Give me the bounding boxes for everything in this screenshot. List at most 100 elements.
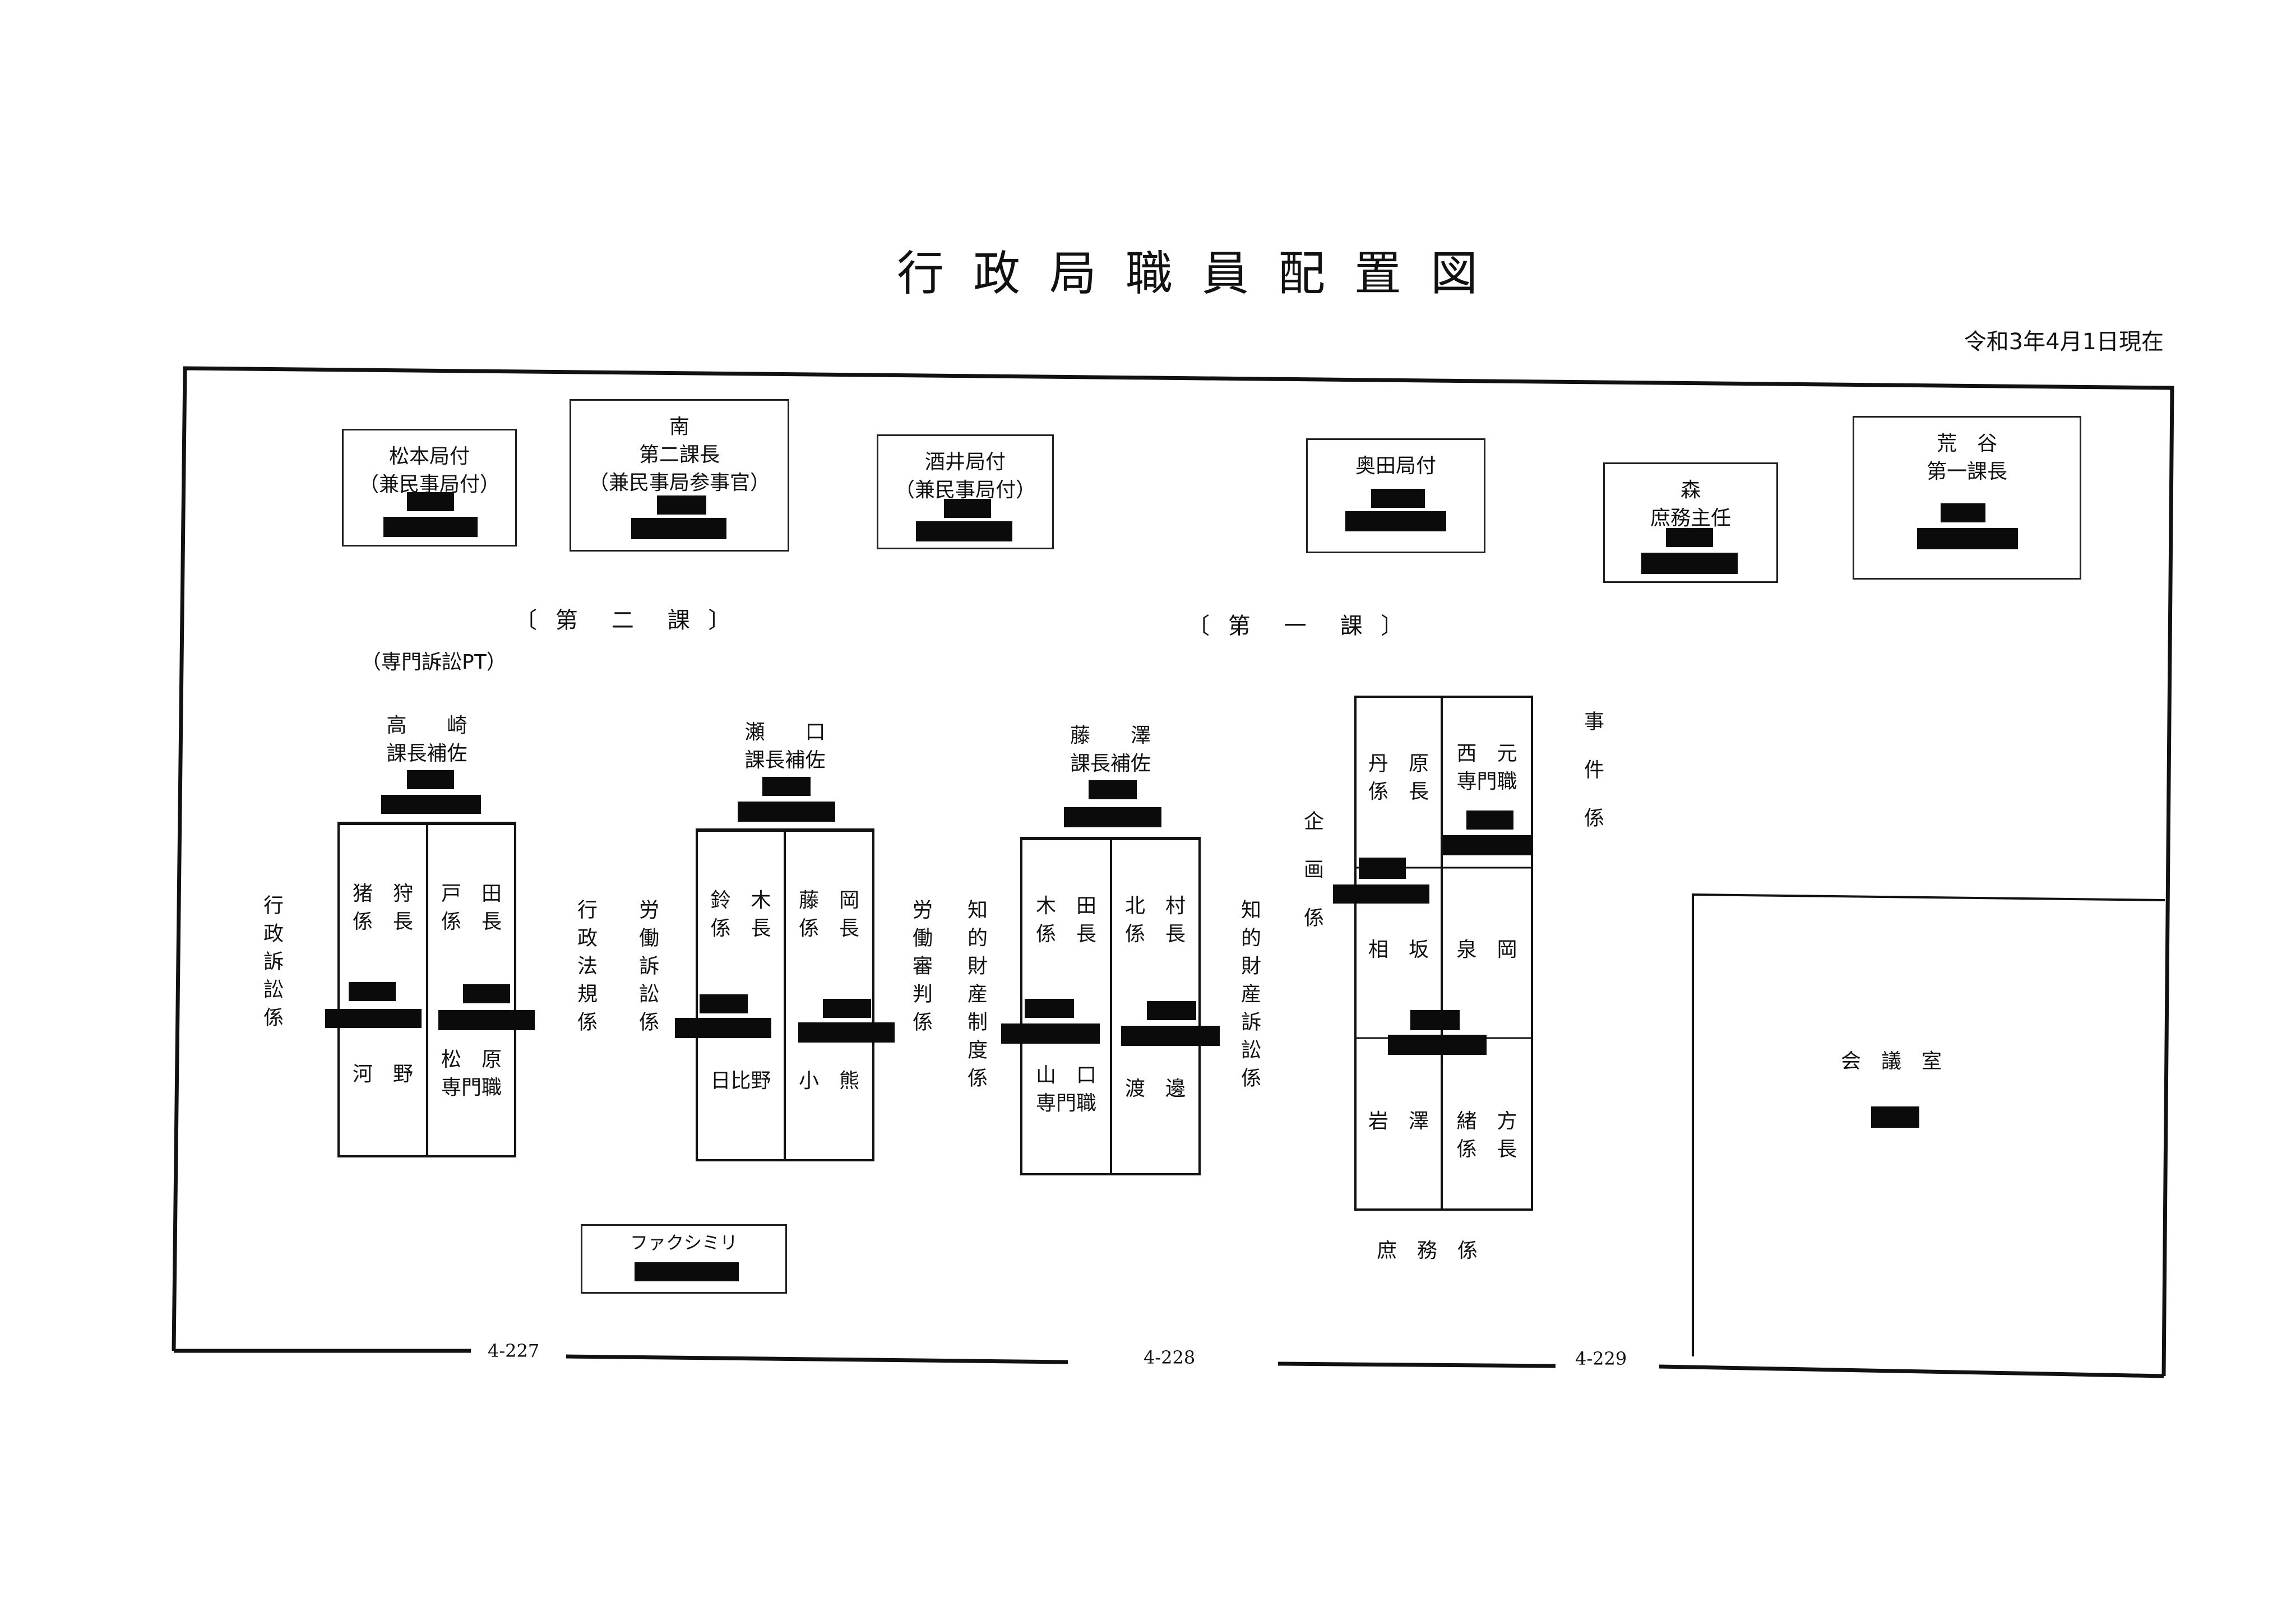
redaction	[383, 517, 478, 537]
redaction	[1641, 553, 1738, 574]
unit-gyosei-hoki: 行政法規係	[574, 899, 597, 1039]
group-title: 課長補佐	[744, 749, 826, 772]
group-header-divider	[1021, 838, 1200, 840]
desk-title: 係 長	[1368, 780, 1429, 803]
desk-title: 係 長	[798, 917, 859, 940]
desk-kawano: 河 野	[339, 1060, 427, 1089]
desk-title: 係 長	[1456, 1138, 1517, 1161]
redaction	[738, 802, 835, 822]
desk-yamaguchi: 山 口専門職	[1021, 1062, 1111, 1118]
box-matsumoto: 松本局付 （兼民事局付）	[342, 429, 517, 546]
desk-name: 藤 岡	[798, 889, 859, 912]
box-line: （兼民事局参事官）	[588, 471, 770, 494]
redaction	[463, 984, 510, 1003]
group-header-divider	[697, 830, 873, 832]
redaction	[325, 1009, 422, 1028]
desk-name: 木 田	[1035, 895, 1096, 918]
redaction	[381, 795, 481, 814]
desk-inokari: 猪 狩係 長	[339, 880, 427, 936]
redaction	[1917, 528, 2018, 549]
desk-name: 山 口	[1035, 1064, 1096, 1087]
desk-title: 係 長	[710, 917, 771, 940]
desk-name: 丹 原	[1368, 752, 1429, 775]
desk-fujioka: 藤 岡係 長	[785, 887, 873, 943]
desk-matsubara: 松 原専門職	[427, 1046, 516, 1102]
redaction	[1025, 999, 1074, 1018]
desk-name: 相 坂	[1368, 938, 1429, 961]
group-title: 課長補佐	[1070, 752, 1151, 775]
desk-oguma: 小 熊	[785, 1067, 873, 1095]
desk-name: 西 元	[1456, 742, 1517, 765]
redaction	[798, 1022, 895, 1043]
redaction	[1941, 503, 1985, 522]
fax-label: ファクシミリ	[629, 1232, 738, 1253]
desk-title: 係 長	[1124, 923, 1186, 946]
desk-aisaka: 相 坂	[1355, 936, 1442, 964]
desk-name: 鈴 木	[710, 889, 771, 912]
redaction	[1345, 511, 1446, 531]
section-pt: （専門訴訟PT）	[361, 651, 507, 674]
redaction	[407, 770, 454, 789]
redaction	[1089, 780, 1137, 799]
redaction	[1001, 1023, 1100, 1044]
desk-toda: 戸 田係 長	[427, 880, 516, 936]
desk-iwasawa: 岩 澤	[1355, 1108, 1442, 1136]
unit-kikaku: 企画係	[1300, 810, 1323, 955]
desk-niwa: 丹 原係 長	[1355, 750, 1442, 806]
desk-name: 松 原	[441, 1048, 502, 1071]
desk-ogata: 緒 方係 長	[1442, 1108, 1532, 1164]
extension-label: 4-227	[482, 1340, 545, 1362]
box-line: 松本局付	[388, 445, 470, 468]
as-of-date: 令和3年4月1日現在	[1964, 329, 2164, 355]
desk-name: 猪 狩	[352, 882, 413, 905]
desk-kitamura: 北 村係 長	[1111, 892, 1200, 948]
box-line: 荒 谷	[1936, 432, 1997, 455]
room-wall-bottom-right	[1277, 1361, 1556, 1368]
redaction	[1388, 1035, 1487, 1055]
redaction	[1871, 1106, 1919, 1128]
unit-rodo-shinpan: 労働審判係	[909, 899, 932, 1039]
box-line: 奥田局付	[1355, 455, 1436, 478]
desk-kida: 木 田係 長	[1021, 892, 1111, 948]
desk-name: 泉 岡	[1456, 938, 1517, 961]
redaction	[944, 499, 991, 518]
redaction	[657, 495, 706, 515]
redaction	[1443, 835, 1533, 855]
desk-name: 日比野	[710, 1069, 771, 1092]
redaction	[635, 1262, 739, 1281]
desk-hibino: 日比野	[697, 1067, 785, 1095]
box-line: 第一課長	[1926, 460, 2007, 483]
extension-label: 4-228	[1138, 1346, 1201, 1369]
group-title: 課長補佐	[386, 742, 467, 765]
box-line: 第二課長	[638, 443, 720, 466]
desk-title: 係 長	[441, 910, 502, 933]
redaction	[1466, 810, 1513, 830]
redaction	[1410, 1010, 1460, 1030]
redaction	[700, 994, 748, 1013]
redaction	[631, 518, 726, 539]
meeting-room-wall	[1692, 893, 2165, 1356]
redaction	[1147, 1001, 1196, 1020]
desk-title: 専門職	[1456, 770, 1517, 793]
desk-title: 専門職	[1035, 1092, 1096, 1115]
desk-name: 戸 田	[441, 882, 502, 905]
box-line: 庶務主任	[1650, 507, 1731, 530]
room-wall-bottom-far	[1659, 1364, 2164, 1378]
desk-nishimoto: 西 元専門職	[1442, 740, 1532, 796]
fax-box: ファクシミリ	[581, 1224, 787, 1294]
box-line: 酒井局付	[924, 451, 1006, 474]
desk-name: 小 熊	[798, 1069, 859, 1092]
desk-title: 係 長	[352, 910, 413, 933]
desk-title: 専門職	[441, 1076, 502, 1099]
desk-watanabe: 渡 邊	[1111, 1075, 1200, 1103]
desk-izumioka: 泉 岡	[1442, 936, 1532, 964]
desk-name: 北 村	[1124, 895, 1186, 918]
redaction	[349, 982, 396, 1001]
unit-rodo-sosho: 労働訴訟係	[636, 899, 659, 1039]
section-first: 〔 第 一 課 〕	[1187, 613, 1409, 639]
group-name: 瀬 口	[744, 721, 826, 744]
unit-gyosei-sosho: 行政訴訟係	[260, 895, 283, 1035]
redaction	[823, 999, 871, 1018]
meeting-room-label: 会 議 室	[1841, 1050, 1942, 1073]
unit-chizai-sosho: 知的財産訴訟係	[1238, 899, 1261, 1095]
